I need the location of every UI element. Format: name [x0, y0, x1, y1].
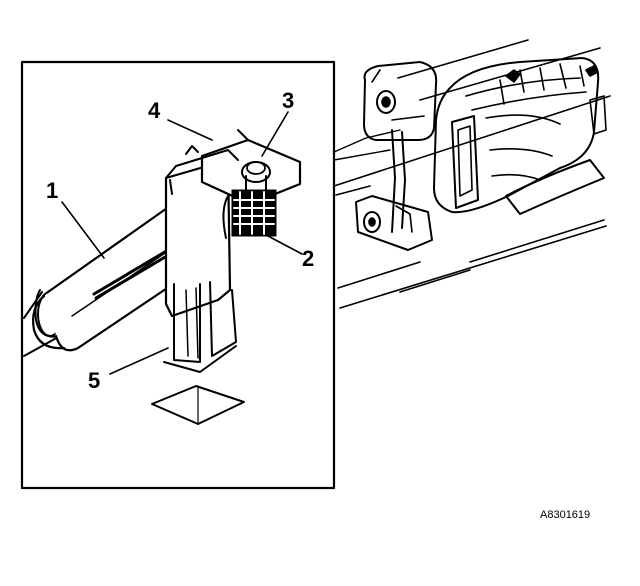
callout-5: 5 — [88, 368, 100, 393]
leader-line-5 — [109, 347, 169, 375]
vehicle-background-view — [333, 39, 611, 309]
figure-id: A8301619 — [540, 509, 590, 521]
leader-line-4 — [167, 119, 213, 141]
detail-inset-drawing — [23, 129, 302, 425]
callout-3: 3 — [282, 88, 294, 113]
callout-leader-lines — [61, 111, 303, 375]
callout-4: 4 — [148, 98, 161, 123]
inset-leader-lines — [333, 129, 401, 161]
leader-line-1 — [61, 201, 105, 259]
leader-line-3 — [261, 111, 289, 157]
callout-1: 1 — [46, 178, 58, 203]
callout-2: 2 — [302, 246, 314, 271]
leader-line-2 — [267, 235, 303, 255]
